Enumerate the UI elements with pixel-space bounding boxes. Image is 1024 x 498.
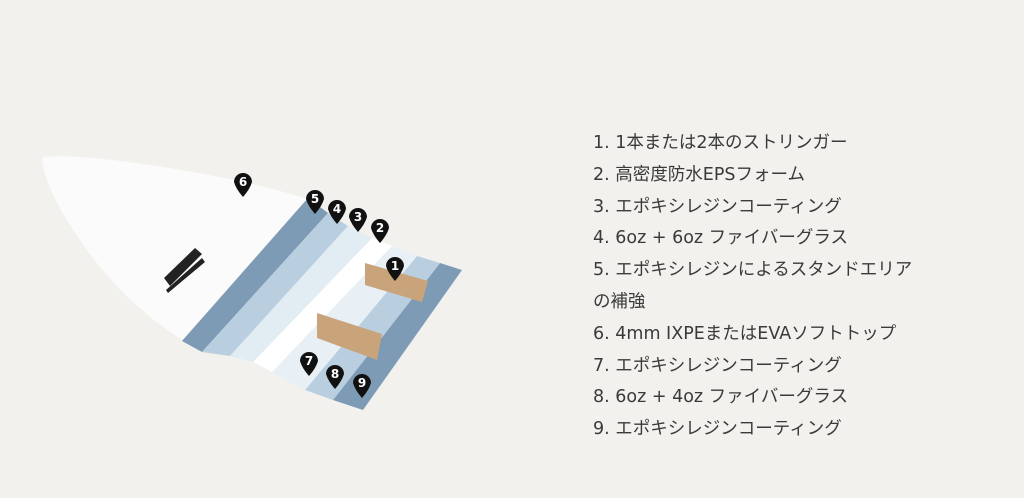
layer-legend: 1. 1本または2本のストリンガー 2. 高密度防水EPSフォーム 3. エポキ… [593, 128, 928, 446]
legend-item: 6. 4mm IXPEまたはEVAソフトトップ [593, 323, 897, 344]
marker-pin-shape [371, 219, 389, 243]
marker-pin-shape [386, 257, 404, 281]
layer-6-soft-top [42, 156, 310, 340]
marker-pin-7: 7 [300, 352, 318, 376]
legend-item: 4. 6oz + 6oz ファイバーグラス [593, 228, 848, 249]
marker-pin-shape [306, 190, 324, 214]
marker-pin-8: 8 [326, 365, 344, 389]
marker-pin-shape [326, 365, 344, 389]
marker-pin-shape [300, 352, 318, 376]
legend-item: 5. エポキシレジンによるスタンドエリアの補強 [593, 260, 913, 312]
layer-9-coating [333, 263, 462, 410]
marker-pin-9: 9 [353, 374, 371, 398]
marker-number: 1 [391, 259, 399, 273]
marker-pin-2: 2 [371, 219, 389, 243]
marker-number: 6 [239, 175, 247, 189]
marker-pin-4: 4 [328, 200, 346, 224]
marker-number: 9 [358, 376, 366, 390]
marker-pin-shape [328, 200, 346, 224]
legend-item: 1. 1本または2本のストリンガー [593, 133, 848, 153]
layer-1-stringer-bottom [317, 313, 382, 360]
marker-number: 7 [305, 354, 313, 368]
legend-item: 2. 高密度防水EPSフォーム [593, 164, 805, 185]
legend-item: 9. エポキシレジンコーティング [593, 419, 842, 440]
layer-2-eps-foam [253, 238, 392, 372]
layer-1-stringer-top [365, 263, 428, 302]
marker-pin-5: 5 [306, 190, 324, 214]
legend-item: 7. エポキシレジンコーティング [593, 355, 842, 376]
layer-5-reinforcement [182, 198, 328, 352]
marker-number: 5 [311, 192, 319, 206]
layer-3-coating [230, 226, 372, 362]
layer-4-fiberglass [202, 213, 348, 356]
marker-number: 4 [333, 202, 341, 216]
marker-number: 8 [331, 367, 339, 381]
legend-item: 8. 6oz + 4oz ファイバーグラス [593, 387, 848, 408]
board-logo-bar [166, 258, 205, 293]
marker-number: 3 [354, 210, 362, 224]
marker-pin-1: 1 [386, 257, 404, 281]
marker-pin-shape [234, 173, 252, 197]
legend-item: 3. エポキシレジンコーティング [593, 196, 842, 217]
marker-pin-shape [353, 374, 371, 398]
marker-pin-6: 6 [234, 173, 252, 197]
marker-number: 2 [376, 221, 384, 235]
board-logo [164, 248, 202, 286]
marker-pin-shape [349, 208, 367, 232]
marker-pin-3: 3 [349, 208, 367, 232]
